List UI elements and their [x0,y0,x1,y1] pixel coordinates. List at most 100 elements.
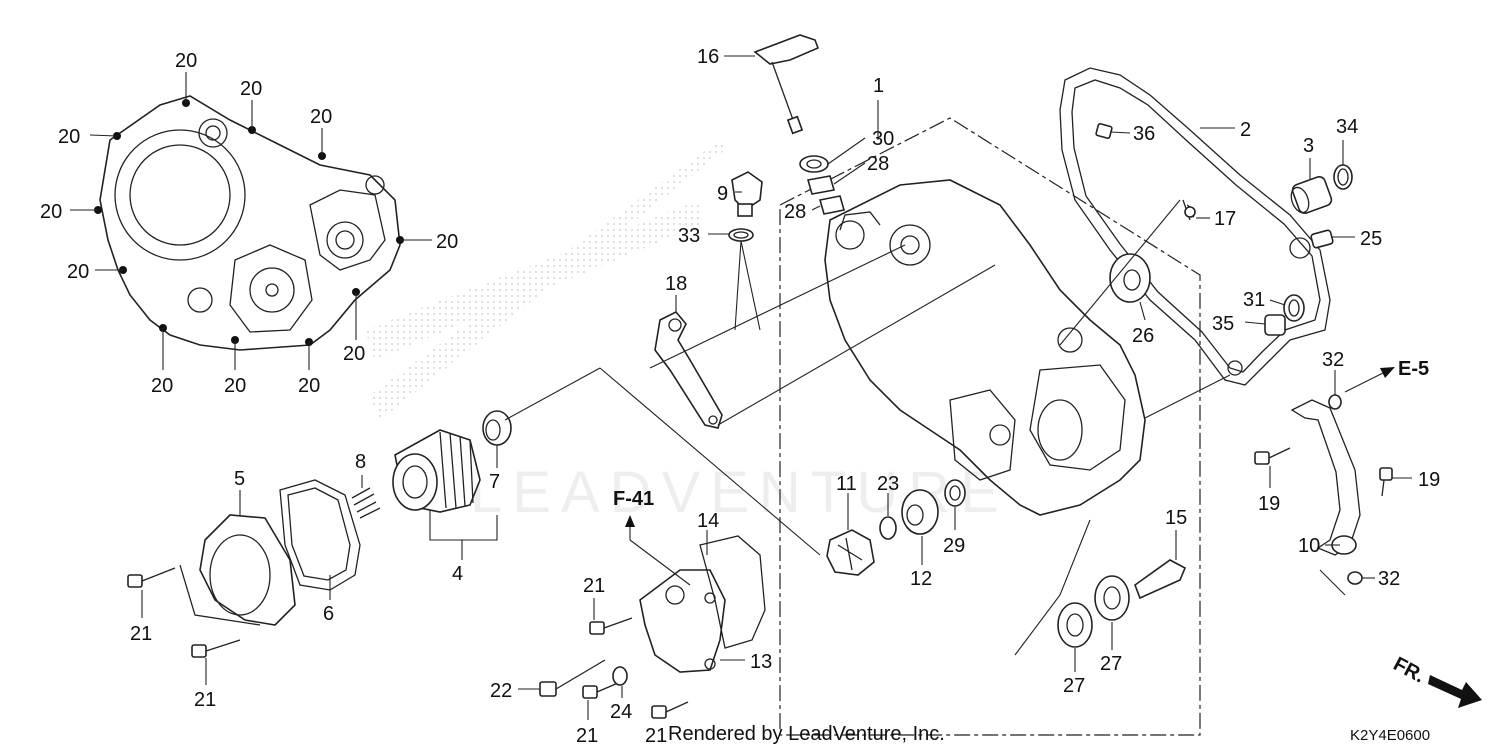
callout-30: 30 [872,128,894,150]
o-ring-31 [1283,294,1305,322]
callout-labels: 1 2 3 4 5 6 7 8 9 10 11 12 13 14 15 16 1… [40,46,1440,747]
gasket-2 [1059,67,1331,386]
callout-18: 18 [665,273,687,295]
water-pump-shaft-15 [1134,559,1187,600]
callout-9: 9 [717,183,728,205]
reference-arrow-f41 [625,515,691,586]
callout-2: 2 [1240,119,1251,141]
bearing-28a [806,175,836,195]
reference-label-f41: F-41 [613,488,654,510]
gasket-14 [699,535,766,649]
mechanical-seal-12 [901,489,939,535]
bearing-26 [1109,253,1151,303]
callout-17: 17 [1214,208,1236,230]
callout-15: 15 [1165,507,1187,529]
callout-20d: 20 [58,126,80,148]
callout-29: 29 [943,535,965,557]
bolt-21a [127,567,176,588]
bolt-21b [191,639,241,658]
plate-18 [654,311,723,429]
seal-23 [879,516,897,540]
filter-cover-5 [179,514,296,626]
callout-6: 6 [323,603,334,625]
callout-28b: 28 [784,201,806,223]
callout-21c: 21 [583,575,605,597]
callout-20k: 20 [298,375,320,397]
callout-8: 8 [355,451,366,473]
callout-1: 1 [873,75,884,97]
reference-label-e5: E-5 [1398,358,1429,380]
callout-20a: 20 [175,50,197,72]
callout-20j: 20 [224,375,246,397]
bearing-28b [818,195,846,215]
callout-27b: 27 [1100,653,1122,675]
callout-33: 33 [678,225,700,247]
callout-21b: 21 [194,689,216,711]
callout-19a: 19 [1258,493,1280,515]
callout-14: 14 [697,510,719,532]
callout-20g: 20 [67,261,89,283]
callout-20e: 20 [40,201,62,223]
callout-20b: 20 [240,78,262,100]
o-ring-32a [1328,394,1342,410]
spring-pin-17 [1182,199,1196,221]
right-crankcase-cover-1 [824,179,1146,516]
reference-arrow-e5 [1344,367,1395,393]
oil-filler-cap-9 [731,171,763,217]
callout-24: 24 [610,701,632,723]
callout-32a: 32 [1322,349,1344,371]
leader-lines [70,55,1412,720]
collar-35 [1264,314,1286,336]
callout-25: 25 [1360,228,1382,250]
callout-32b: 32 [1378,568,1400,590]
callout-5: 5 [234,468,245,490]
callout-34: 34 [1336,116,1358,138]
bolt-21e [651,701,689,719]
bearing-27b [1094,575,1130,621]
callout-11: 11 [836,473,857,495]
left-crankcase-cover [99,95,401,351]
bearing-27a [1057,602,1093,648]
impeller-11 [826,529,875,576]
o-ring-34 [1333,164,1353,190]
callout-21d: 21 [576,725,598,747]
callout-20h: 20 [343,343,365,365]
bolt-19a [1254,447,1291,465]
callout-23: 23 [877,473,899,495]
callout-19b: 19 [1418,469,1440,491]
oil-filter-4 [392,429,481,513]
callout-35: 35 [1212,313,1234,335]
water-pipe-10 [1290,399,1361,556]
water-pump-cover-13 [639,569,726,673]
seal-7 [482,410,512,446]
bolt-21c [589,617,633,635]
callout-27a: 27 [1063,675,1085,697]
assembly-bracket-1 [779,100,1201,736]
callout-4: 4 [452,563,463,585]
shaft-16 [753,34,820,135]
watermark-wing-shape [365,140,725,420]
callout-21a: 21 [130,623,152,645]
oil-seal-30 [799,155,829,173]
direction-arrow-label: FR. [1390,653,1429,688]
collar-3 [1290,175,1333,215]
callout-13: 13 [750,651,772,673]
gasket-6 [279,479,361,591]
callout-20i: 20 [151,375,173,397]
o-ring-32b [1347,571,1363,585]
callout-31: 31 [1243,289,1265,311]
callout-20c: 20 [310,106,332,128]
callout-26: 26 [1132,325,1154,347]
callout-20f: 20 [436,231,458,253]
footer-credit: Rendered by LeadVenture, Inc. [668,723,945,745]
callout-22: 22 [490,680,512,702]
dowel-pin-36 [1095,123,1113,139]
callout-10: 10 [1298,535,1320,557]
bolt-19b [1379,467,1393,497]
washer-24 [612,666,628,686]
callout-3: 3 [1303,135,1314,157]
callout-16: 16 [697,46,719,68]
bolt-22 [539,659,606,697]
o-ring-33 [728,228,754,242]
